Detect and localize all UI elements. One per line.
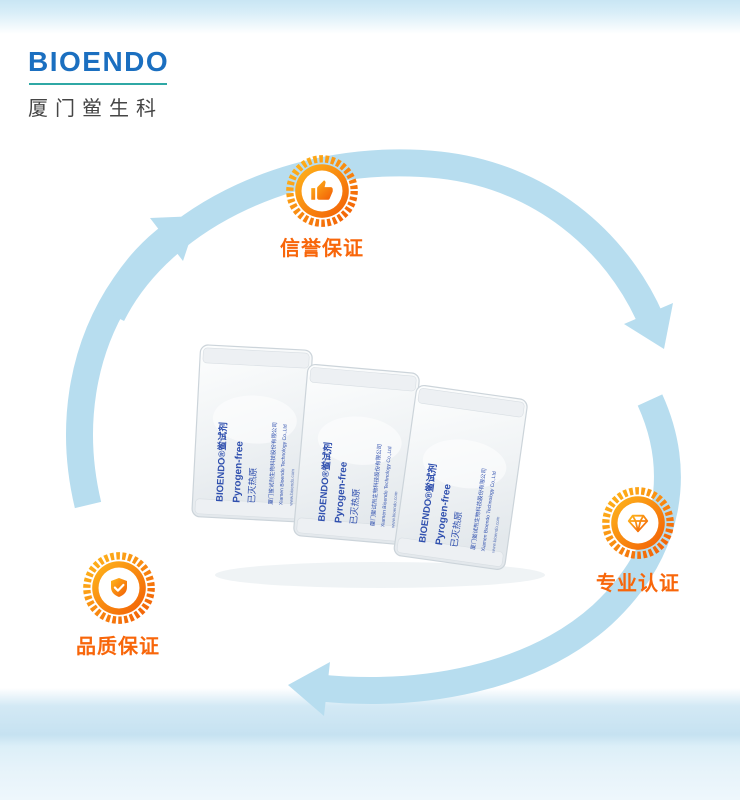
seal-serrated-ring — [602, 487, 674, 559]
brand-name: BIOENDO — [28, 46, 170, 77]
arrow-top-head — [624, 303, 673, 349]
brand-logo: BIOENDO 厦门鲎生科 — [28, 46, 169, 121]
seal-serrated-ring — [83, 552, 155, 624]
bottom-gradient-band — [0, 688, 740, 800]
diamond-icon — [627, 514, 649, 533]
product-photo: BIOENDO®鲎试剂 Pyrogen-free 已灭热原 厦门鲎试剂生物科技股… — [175, 344, 585, 600]
seal-serrated-ring — [286, 155, 358, 227]
arrow-bottom-head — [288, 662, 330, 716]
shield-check-icon — [111, 578, 127, 597]
arrow-bottom-arc — [318, 394, 681, 704]
badge-credit-label: 信誉保证 — [280, 238, 364, 260]
arrow-left-head — [150, 216, 198, 261]
thumb-up-icon — [311, 180, 333, 200]
badge-quality-label: 品质保证 — [76, 636, 160, 658]
badge-professional-seal — [599, 484, 677, 562]
product-pouches — [191, 344, 529, 572]
product-shadow — [215, 562, 545, 588]
badge-credit-seal — [283, 152, 361, 230]
brand-underline — [29, 83, 167, 85]
brand-subtitle: 厦门鲎生科 — [28, 98, 163, 120]
seal-inner — [617, 502, 659, 544]
badge-professional-label: 专业认证 — [596, 573, 680, 595]
top-gradient-strip — [0, 0, 740, 34]
badge-quality-seal — [80, 549, 158, 627]
